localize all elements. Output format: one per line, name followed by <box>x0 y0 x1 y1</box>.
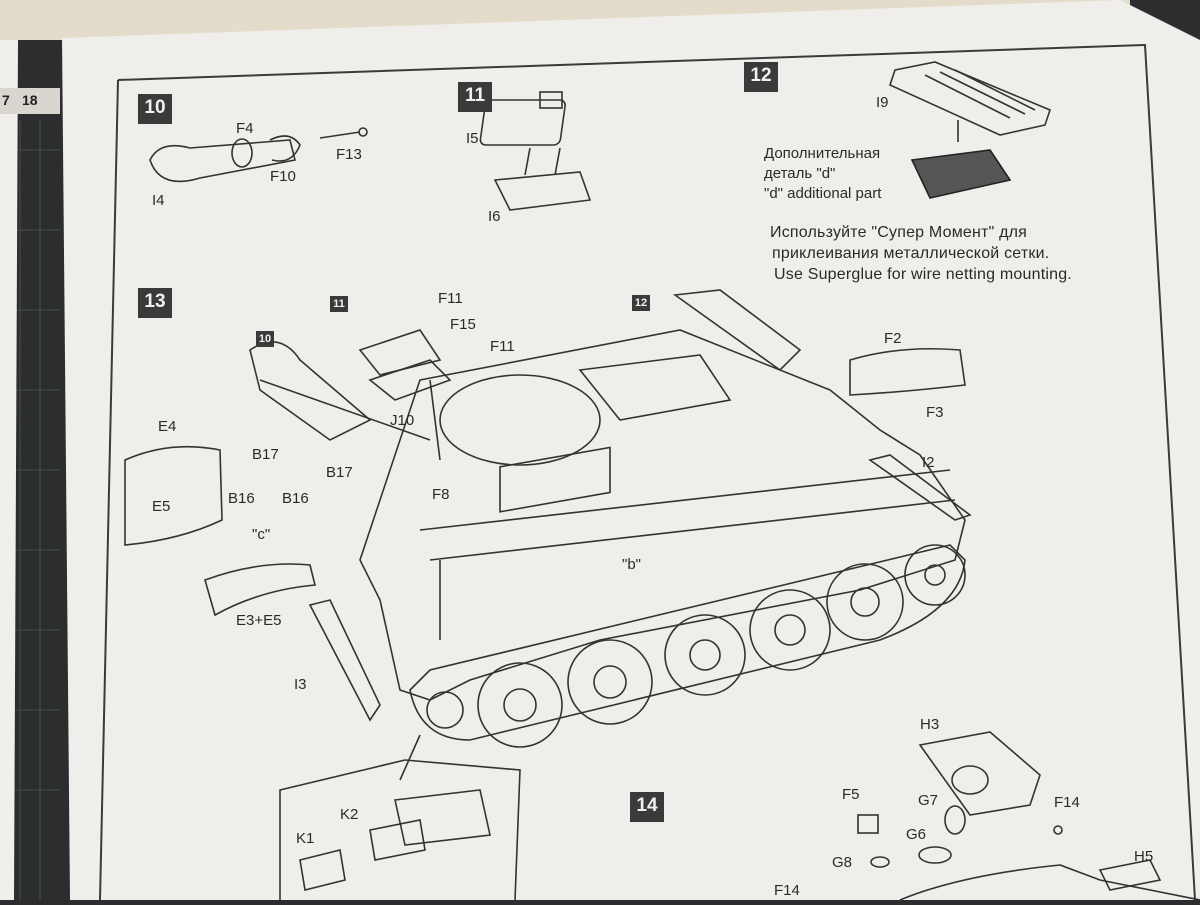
part-f13: F13 <box>336 146 362 163</box>
part-b17-b: B17 <box>326 464 353 481</box>
ruler-left: 7 18 <box>0 88 60 114</box>
part-f14-a: F14 <box>1054 794 1080 811</box>
step-14-badge: 14 <box>630 792 664 822</box>
part-f5: F5 <box>842 786 860 803</box>
ruler-mark-18: 18 <box>22 92 38 108</box>
part-b17-a: B17 <box>252 446 279 463</box>
part-e5: E5 <box>152 498 171 515</box>
glue-note-ru-2: приклеивания металлической сетки. <box>772 245 1050 262</box>
part-h5: H5 <box>1134 848 1154 865</box>
part-f8: F8 <box>432 486 450 503</box>
part-i3: I3 <box>294 676 307 693</box>
part-g7: G7 <box>918 792 939 809</box>
part-f11-a: F11 <box>438 290 463 307</box>
step-12-badge: 12 <box>744 62 778 92</box>
part-c: "c" <box>252 526 271 543</box>
part-g8: G8 <box>832 854 853 871</box>
additional-part-note-en: "d" additional part <box>764 185 882 202</box>
step-13-badge: 13 <box>138 288 172 318</box>
part-f10: F10 <box>270 168 296 185</box>
step-12-ref-badge: 12 <box>632 295 650 311</box>
additional-part-note-ru-1: Дополнительная <box>764 145 881 162</box>
part-f2: F2 <box>884 330 902 347</box>
step-11-ref-badge: 11 <box>330 296 348 312</box>
part-i9: I9 <box>876 94 889 111</box>
part-i4: I4 <box>152 192 165 209</box>
part-f15: F15 <box>450 316 476 333</box>
part-f4: F4 <box>236 120 254 137</box>
ruler-mark-7: 7 <box>2 92 10 108</box>
part-j10: J10 <box>390 412 415 429</box>
part-g6: G6 <box>906 826 927 843</box>
part-f11-b: F11 <box>490 338 515 355</box>
part-i5: I5 <box>466 130 479 147</box>
part-f3: F3 <box>926 404 944 421</box>
step-10-badge: 10 <box>138 94 172 124</box>
part-h3: H3 <box>920 716 940 733</box>
step-10-ref-badge: 10 <box>256 331 274 347</box>
part-b16-a: B16 <box>228 490 255 507</box>
part-f14-b: F14 <box>774 882 800 899</box>
glue-note-en: Use Superglue for wire netting mounting. <box>774 266 1072 283</box>
additional-part-note-ru-2: деталь "d" <box>764 165 836 182</box>
part-e3-e5: E3+E5 <box>236 612 282 629</box>
part-k2: K2 <box>340 806 359 823</box>
glue-note-ru-1: Используйте "Супер Момент" для <box>770 224 1028 241</box>
part-e4: E4 <box>158 418 177 435</box>
part-b: "b" <box>622 556 641 573</box>
part-b16-b: B16 <box>282 490 309 507</box>
part-k1: K1 <box>296 830 315 847</box>
step-11-badge: 11 <box>458 82 492 112</box>
part-i6: I6 <box>488 208 501 225</box>
part-i2: I2 <box>922 454 935 471</box>
